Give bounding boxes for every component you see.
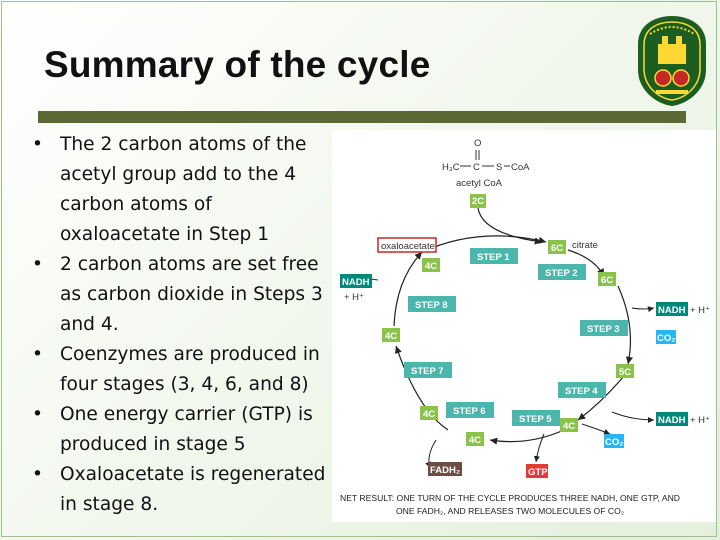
svg-text:STEP 8: STEP 8	[415, 300, 448, 311]
svg-text:6C: 6C	[551, 243, 563, 254]
bullet-item: One energy carrier (GTP) is produced in …	[28, 400, 334, 460]
nadh-box-left	[340, 274, 372, 288]
net-result-line-2: ONE FADH₂, AND RELEASES TWO MOLECULES OF…	[396, 506, 624, 516]
svg-text:STEP 4: STEP 4	[565, 386, 598, 397]
bullet-list: The 2 carbon atoms of the acetyl group a…	[28, 130, 334, 520]
svg-text:STEP 7: STEP 7	[411, 366, 444, 377]
svg-text:4C: 4C	[423, 409, 435, 420]
svg-text:CO₂: CO₂	[605, 437, 623, 448]
svg-text:STEP 3: STEP 3	[587, 324, 620, 335]
bullet-item: Oxaloacetate is regenerated in stage 8.	[28, 460, 334, 520]
citric-acid-cycle-diagram: O H₃C C S CoA acetyl CoA 2C 6C 4C 6C	[332, 130, 716, 522]
svg-text:STEP 5: STEP 5	[519, 414, 552, 425]
carbon-box-6c-isocitrate	[598, 272, 616, 286]
svg-text:4C: 4C	[563, 421, 575, 432]
carbon-box-4c-fumarate	[420, 406, 438, 420]
svg-text:STEP 1: STEP 1	[477, 252, 510, 263]
net-result-line-1: NET RESULT: ONE TURN OF THE CYCLE PRODUC…	[340, 493, 680, 503]
svg-text:NADH: NADH	[342, 277, 370, 288]
university-crest-icon	[638, 16, 706, 106]
carbon-box-2c	[470, 194, 486, 208]
carbon-box-4c-succinylcoa	[560, 418, 578, 432]
title-underline	[38, 111, 686, 123]
step-3	[580, 320, 628, 336]
nadh-box-step3	[656, 302, 688, 316]
svg-text:NADH: NADH	[658, 415, 686, 426]
carbon-box-6c-citrate	[548, 240, 566, 254]
bullet-item: The 2 carbon atoms of the acetyl group a…	[28, 130, 334, 250]
oxaloacetate-label-box	[377, 237, 437, 253]
co2-box-step3	[656, 330, 676, 344]
acetyl-sulfur: S	[496, 162, 502, 173]
svg-text:NADH: NADH	[658, 305, 686, 316]
hplus-step3: + H⁺	[690, 305, 710, 316]
hplus-step4: + H⁺	[690, 415, 710, 426]
svg-text:4C: 4C	[425, 261, 437, 272]
svg-text:5C: 5C	[619, 367, 631, 378]
hplus-left: + H⁺	[344, 292, 364, 303]
acetyl-oxygen: O	[474, 138, 481, 149]
step-6	[446, 402, 494, 418]
step-5	[512, 410, 560, 426]
fadh2-box	[428, 462, 462, 476]
bullet-item: 2 carbon atoms are set free as carbon di…	[28, 250, 334, 340]
step-7	[404, 362, 452, 378]
step-1	[470, 248, 518, 264]
slide-title: Summary of the cycle	[44, 44, 431, 85]
svg-text:6C: 6C	[601, 275, 613, 286]
svg-text:4C: 4C	[469, 435, 481, 446]
gtp-box	[526, 464, 548, 478]
carbon-box-4c-succinate	[466, 432, 484, 446]
carbon-box-4c-malate	[382, 328, 400, 342]
carbon-box-5c	[616, 364, 634, 378]
step-2	[538, 264, 586, 280]
svg-text:GTP: GTP	[528, 467, 548, 478]
svg-text:4C: 4C	[385, 331, 397, 342]
acetyl-coa-label: acetyl CoA	[456, 178, 503, 189]
acetyl-coa-group: CoA	[511, 162, 530, 173]
svg-text:CO₂: CO₂	[657, 333, 675, 344]
acetyl-h3c: H₃C	[442, 162, 460, 173]
svg-text:STEP 2: STEP 2	[545, 268, 578, 279]
carbon-box-4c-oxaloacetate	[422, 258, 440, 272]
nadh-box-step4	[656, 412, 688, 426]
citrate-label: citrate	[572, 240, 598, 251]
svg-text:STEP 6: STEP 6	[453, 406, 486, 417]
step-8	[408, 296, 456, 312]
oxaloacetate-label: oxaloacetate	[381, 241, 435, 252]
acetyl-carbon: C	[473, 162, 480, 173]
svg-text:2C: 2C	[472, 196, 484, 207]
svg-text:FADH₂: FADH₂	[430, 465, 460, 476]
co2-box-step4	[604, 434, 624, 448]
bullet-item: Coenzymes are produced in four stages (3…	[28, 340, 334, 400]
step-4	[558, 382, 606, 398]
